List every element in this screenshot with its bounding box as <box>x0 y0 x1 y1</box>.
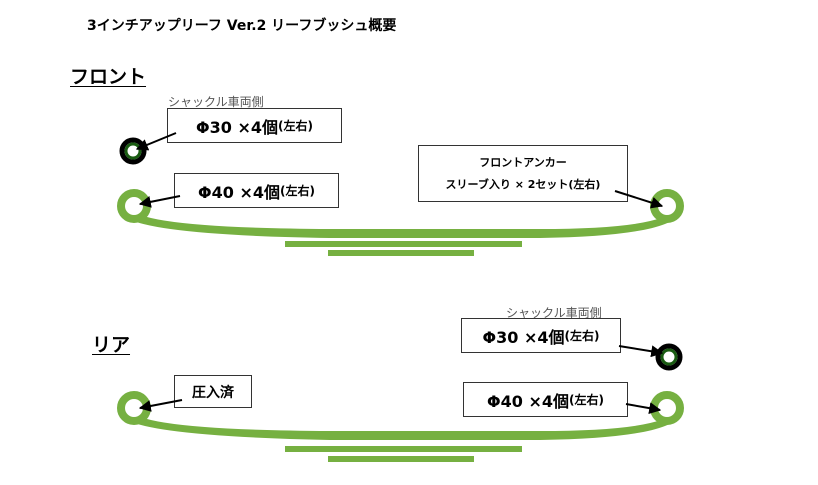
front-bush40-box: Φ40 ×4個(左右) <box>174 173 339 208</box>
rear-heading: リア <box>92 334 131 356</box>
front-bush30-box: Φ30 ×4個(左右) <box>167 108 342 143</box>
front-bush30-text: Φ30 ×4個 <box>196 117 278 137</box>
rear-bush30-arrow <box>618 345 664 358</box>
front-bush40-text: Φ40 ×4個 <box>198 182 280 202</box>
rear-bush40-box: Φ40 ×4個(左右) <box>463 382 628 417</box>
front-right-eye-bush <box>650 189 684 223</box>
rear-shackle-bush <box>660 348 678 366</box>
rear-leaf-main <box>120 410 680 440</box>
front-heading: フロント <box>70 66 147 88</box>
page-title: 3インチアップリーフ Ver.2 リーフブッシュ概要 <box>87 18 397 34</box>
front-anchor-line2: スリーブ入り × 2セット(左右) <box>445 177 601 191</box>
rear-leaf-second <box>285 446 522 452</box>
rear-bush40-text: Φ40 ×4個 <box>487 391 569 411</box>
rear-bush40-arrow <box>625 402 662 415</box>
front-bush40-side: (左右) <box>280 184 315 198</box>
rear-bush30-side: (左右) <box>564 329 600 343</box>
front-anchor-box: フロントアンカー スリーブ入り × 2セット(左右) <box>418 145 628 202</box>
front-anchor-arrow <box>614 190 664 209</box>
rear-press-fit-arrow <box>138 399 183 412</box>
rear-bush40-side: (左右) <box>569 393 604 407</box>
rear-shackle-label: シャックル車両側 <box>506 306 602 320</box>
front-bush30-arrow <box>135 132 177 151</box>
front-shackle-bush <box>124 142 142 160</box>
front-bush40-arrow <box>138 195 181 208</box>
front-leaf-third <box>328 250 474 256</box>
front-leaf-main <box>120 208 680 238</box>
rear-leaf-third <box>328 456 474 462</box>
front-shackle-label: シャックル車両側 <box>168 95 264 109</box>
front-leaf-spring <box>117 137 684 256</box>
front-anchor-line1: フロントアンカー <box>479 155 567 169</box>
front-left-eye-bush <box>117 189 151 223</box>
front-bush30-side: (左右) <box>278 119 313 133</box>
rear-leaf-spring <box>117 343 684 462</box>
rear-bush30-text: Φ30 ×4個 <box>482 327 565 347</box>
rear-right-eye-bush <box>650 391 684 425</box>
front-leaf-second <box>285 241 522 247</box>
rear-press-fit-box: 圧入済 <box>174 375 252 408</box>
rear-bush30-box: Φ30 ×4個(左右) <box>461 318 621 353</box>
